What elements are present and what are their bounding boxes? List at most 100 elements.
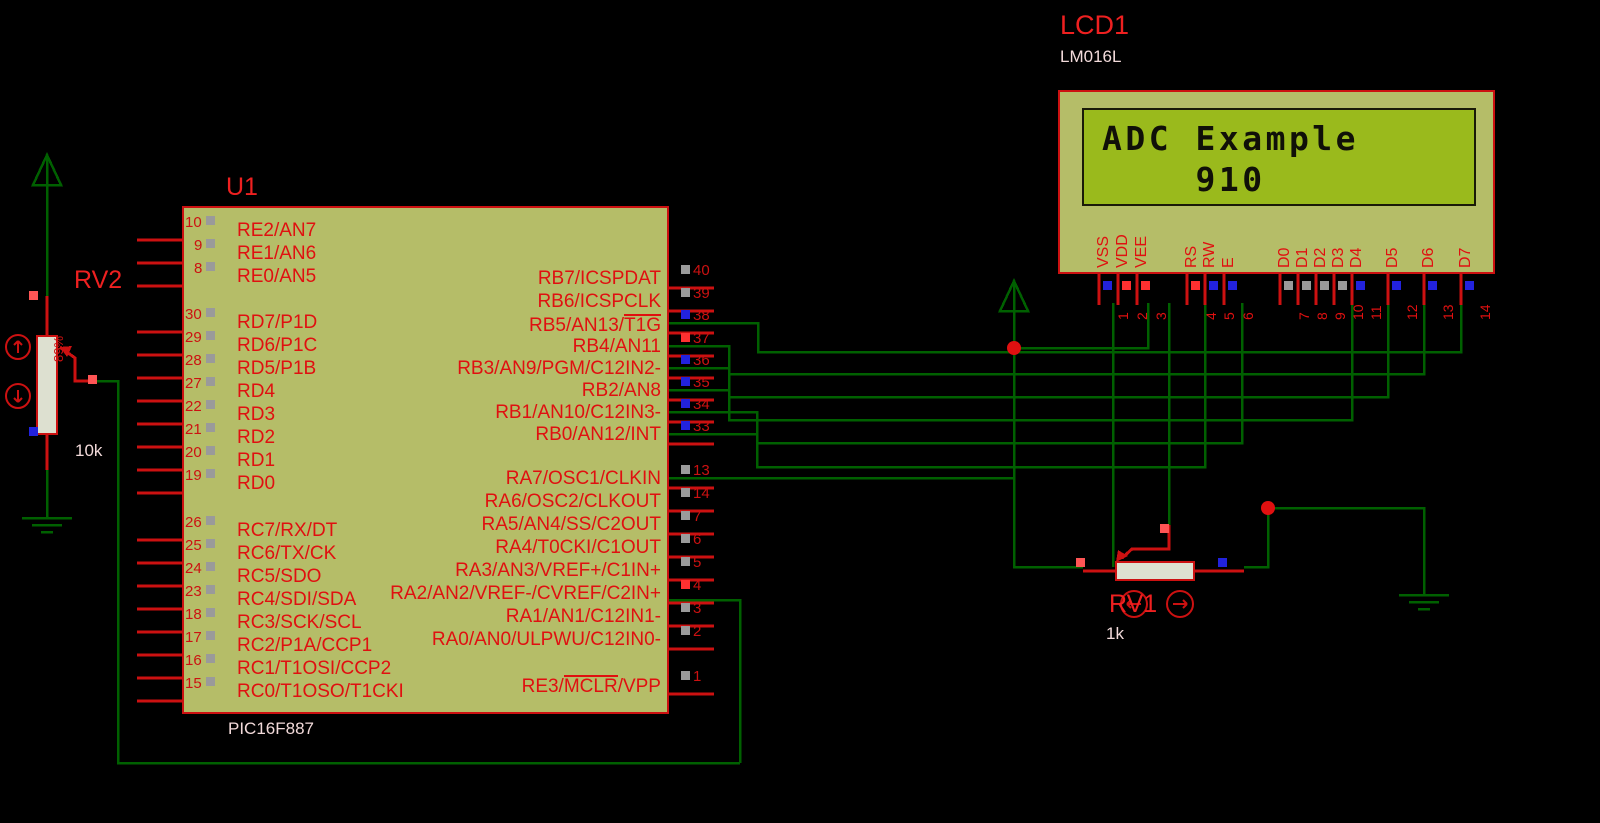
wire-rv2-wiper-to-mcu (96, 379, 740, 765)
mcu-left-pin-number-17: 17 (185, 629, 202, 646)
rv2-reference-label: RV2 (74, 266, 123, 294)
rv1-value-label: 1k (1106, 624, 1124, 643)
mcu-pin-state-marker-15 (206, 677, 215, 686)
mcu-pin-state-marker-22 (206, 400, 215, 409)
rv1-wiper-marker (1160, 524, 1169, 533)
mcu-right-pin-number-3: 3 (693, 600, 702, 617)
lcd-pin-label-VSS: VSS (1095, 235, 1112, 268)
mcu-right-pin-number-4: 4 (693, 577, 702, 594)
mcu-right-pin-label-2: RA0/AN0/ULPWU/C12IN0- (431, 629, 661, 650)
mcu-left-pin-label-29: RD6/P1C (237, 335, 318, 356)
rv2-wiper-marker (88, 375, 97, 384)
lcd-pin-state-marker-2 (1122, 281, 1131, 290)
vcc-right-triangle (998, 278, 1030, 313)
mcu-right-pin-number-35: 35 (693, 374, 710, 391)
mcu-left-pin-number-9: 9 (194, 237, 203, 254)
mcu-right-pin-label-33: RB0/AN12/INT (535, 424, 661, 445)
mcu-pin-state-marker-34 (681, 399, 690, 408)
mcu-left-pin-label-28: RD5/P1B (237, 358, 317, 379)
rv2-decrease-button-ring (5, 383, 31, 409)
mcu-right-pin-number-37: 37 (693, 330, 710, 347)
rv1-wiper-arrow (1116, 550, 1128, 562)
lcd-pin-label-D1: D1 (1294, 247, 1311, 268)
lcd-line-2: 910 (1102, 160, 1266, 199)
mcu-pin-state-marker-39 (681, 288, 690, 297)
mcu-left-pin-label-25: RC6/TX/CK (237, 543, 337, 564)
mcu-left-pin-label-22: RD3 (237, 404, 276, 425)
lcd-pin-state-marker-3 (1141, 281, 1150, 290)
lcd-part-number-label: LM016L (1060, 47, 1122, 66)
mcu-left-pin-number-30: 30 (185, 306, 202, 323)
lcd-pin-number-5: 5 (1221, 312, 1237, 320)
mcu-left-pin-label-16: RC1/T1OSI/CCP2 (237, 658, 392, 679)
rv2-body[interactable] (36, 335, 58, 435)
mcu-part-number-label: PIC16F887 (228, 719, 314, 738)
rv1-decrease-button-ring (1120, 590, 1148, 618)
lcd-pin-number-6: 6 (1240, 312, 1256, 320)
rv2-value-label: 10k (75, 441, 103, 460)
mcu-left-pin-number-24: 24 (185, 560, 202, 577)
mcu-right-pin-number-7: 7 (693, 508, 702, 525)
mcu-pin-state-marker-36 (681, 355, 690, 364)
lcd-pin-state-marker-14 (1465, 281, 1474, 290)
mcu-left-pin-number-18: 18 (185, 606, 202, 623)
mcu-left-pin-number-21: 21 (185, 421, 202, 438)
mcu-left-pin-number-20: 20 (185, 444, 202, 461)
mcu-left-pin-number-15: 15 (185, 675, 202, 692)
left-arrow-icon (1126, 599, 1141, 609)
mcu-left-pin-number-16: 16 (185, 652, 202, 669)
lcd-pin-label-D6: D6 (1420, 247, 1437, 268)
wire-pin13-rv1 (668, 476, 1083, 569)
mcu-right-pin-label-34: RB1/AN10/C12IN3- (495, 402, 661, 423)
mcu-right-pin-label-5: RA3/AN3/VREF+/C1IN+ (455, 560, 661, 581)
mcu-right-pin-label-37: RB4/AN11 (572, 336, 661, 357)
rv1-increase-button-ring (1166, 590, 1194, 618)
mcu-reference-label: U1 (226, 173, 258, 201)
mcu-left-pin-label-26: RC7/RX/DT (237, 520, 338, 541)
lcd-pin-label-E: E (1220, 257, 1237, 268)
mcu-left-pin-label-15: RC0/T1OSO/T1CKI (237, 681, 404, 702)
wire-bottom-to-pin4 (668, 598, 742, 763)
mcu-pin-state-marker-37 (681, 333, 690, 342)
mcu-left-pin-number-22: 22 (185, 398, 202, 415)
lcd-pin-state-marker-7 (1284, 281, 1293, 290)
mcu-right-pin-number-36: 36 (693, 352, 710, 369)
wire-vcc-lcd-vdd (1014, 303, 1150, 350)
mcu-left-pin-number-27: 27 (185, 375, 202, 392)
lcd-pin-state-marker-12 (1392, 281, 1401, 290)
mcu-pin-state-marker-23 (206, 585, 215, 594)
mcu-left-pin-label-21: RD2 (237, 427, 276, 448)
mcu-right-pin-number-34: 34 (693, 396, 710, 413)
mcu-pin-state-marker-25 (206, 539, 215, 548)
rv1-body[interactable] (1115, 561, 1195, 581)
mcu-right-pin-label-14: RA6/OSC2/CLKOUT (484, 491, 661, 512)
mcu-left-pin-number-26: 26 (185, 514, 202, 531)
mcu-right-pin-number-6: 6 (693, 531, 702, 548)
mcu-left-pin-number-10: 10 (185, 214, 202, 231)
lcd-pin-state-marker-8 (1302, 281, 1311, 290)
lcd-pin-number-1: 1 (1115, 312, 1131, 320)
lcd-pin-state-marker-5 (1209, 281, 1218, 290)
mcu-pin-state-marker-1 (681, 671, 690, 680)
lcd-reference-label: LCD1 (1060, 10, 1130, 40)
mcu-right-pin-number-33: 33 (693, 418, 710, 435)
mcu-left-pin-label-18: RC3/SCK/SCL (237, 612, 362, 633)
mcu-left-pin-number-25: 25 (185, 537, 202, 554)
lcd-pin-label-D3: D3 (1330, 247, 1347, 268)
mcu-pin-state-marker-17 (206, 631, 215, 640)
lcd-pin-number-3: 3 (1153, 312, 1169, 320)
lcd-pin-state-marker-9 (1320, 281, 1329, 290)
lcd-pin-label-VEE: VEE (1133, 235, 1150, 268)
mcu-pin-state-marker-21 (206, 423, 215, 432)
mcu-pin-state-marker-33 (681, 421, 690, 430)
lcd-pin-label-D4: D4 (1348, 247, 1365, 268)
mcu-pin-state-marker-8 (206, 262, 215, 271)
mcu-right-pin-label-1: RE3/MCLR/VPP (521, 675, 661, 697)
mcu-right-pin-label-40: RB7/ICSPDAT (537, 268, 661, 289)
lcd-pin-number-10: 10 (1350, 304, 1366, 320)
mcu-body[interactable] (182, 206, 669, 714)
lcd-pin-state-marker-10 (1338, 281, 1347, 290)
